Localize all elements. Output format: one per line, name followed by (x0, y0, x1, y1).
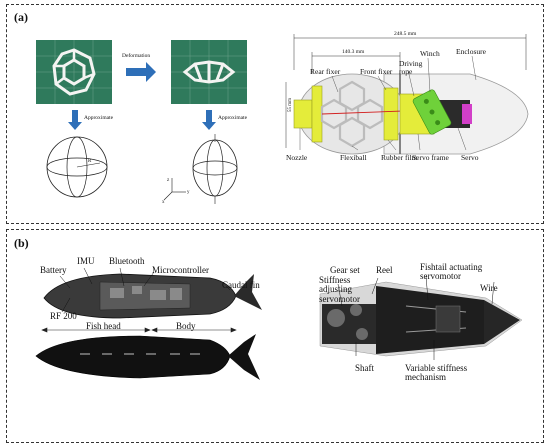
nozzle-label: Nozzle (286, 153, 308, 162)
servo-frame-label: Servo frame (412, 153, 449, 162)
axis-x-label: x (162, 200, 165, 205)
driving-rope-label: Driving rope (399, 59, 423, 76)
approximate-arrow-left (68, 110, 82, 130)
sphere-radius-label: R (88, 159, 92, 164)
deformation-label: Deformation (122, 53, 151, 59)
gear-set-label: Gear set (330, 265, 360, 275)
enclosure-label: Enclosure (456, 47, 486, 56)
body-label: Body (176, 321, 196, 331)
axis-y-label: y (187, 190, 190, 195)
dim-overall-label: 248.5 mm (394, 31, 417, 37)
fishtail-servo-label: Fishtail actuating servomotor (420, 262, 483, 282)
thruster-drawing (285, 34, 529, 155)
dim-height-label: 55 mm (288, 97, 293, 112)
wire-label: Wire (480, 283, 498, 293)
sphere-sketch (46, 136, 108, 198)
fish-head-label: Fish head (86, 321, 121, 331)
panel-b-left-leaders (59, 267, 231, 313)
approximate-arrow-right (202, 110, 216, 130)
ellipsoid-sketch (163, 134, 238, 204)
imu-label: IMU (77, 256, 95, 266)
axis-z-label: z (167, 178, 170, 183)
battery-label: Battery (40, 265, 67, 275)
caudal-fin-label: Caudal fin (222, 280, 260, 290)
rf200-label: RF 200 (50, 311, 77, 321)
segment-dimension-lines (41, 327, 237, 333)
panel-b (6, 229, 544, 443)
rear-fixer-label: Rear fixer (310, 67, 341, 76)
front-fixer-label: Front fixer (360, 67, 393, 76)
stiffness-servo-label: Stiffness adjusting servomotor (319, 275, 360, 304)
panel-a-label: (a) (14, 10, 28, 24)
winch-label: Winch (420, 49, 440, 58)
panel-b-label: (b) (14, 236, 29, 250)
dim-fixer-span-label: 140.3 mm (342, 49, 365, 55)
approximate-label-left: Approximate (84, 115, 114, 121)
bluetooth-label: Bluetooth (109, 256, 145, 266)
robot-fish-top (43, 273, 262, 319)
panel-a (6, 4, 544, 224)
reel-label: Reel (376, 265, 393, 275)
approximate-label-right: Approximate (218, 115, 248, 121)
shaft-label: Shaft (355, 363, 374, 373)
flexiball-photo (36, 40, 112, 104)
variable-stiffness-label: Variable stiffness mechanism (405, 363, 468, 383)
stiffness-mechanism-photo (319, 275, 523, 360)
servo-label: Servo (461, 153, 479, 162)
microcontroller-label: Microcontroller (152, 265, 209, 275)
robot-fish-side (35, 334, 260, 380)
deformation-arrow (126, 62, 156, 82)
flexiball-label: Flexiball (340, 153, 367, 162)
deformed-flexiball-photo (171, 40, 247, 104)
rubber-film-label: Rubber film (381, 153, 418, 162)
